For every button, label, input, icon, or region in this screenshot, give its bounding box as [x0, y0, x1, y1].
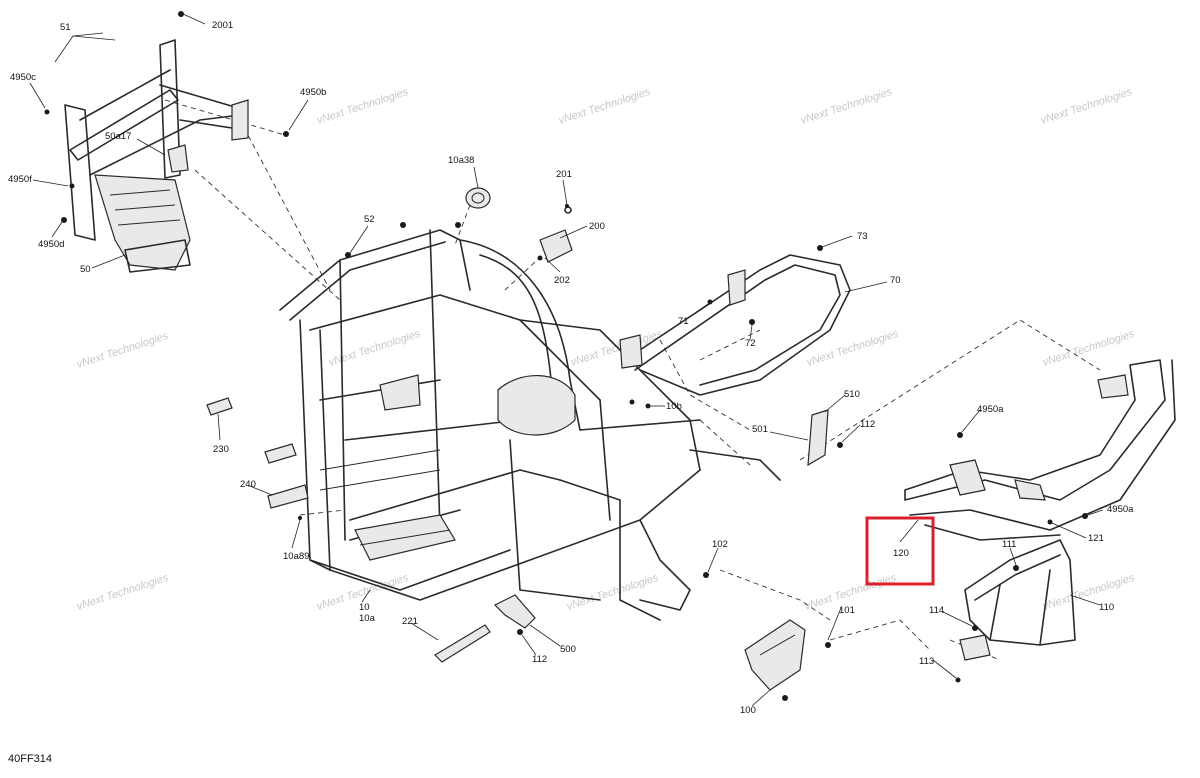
watermark: vNext Technologies — [1041, 572, 1136, 613]
leader-lines — [29, 13, 1104, 707]
bolt-icon — [955, 677, 961, 683]
bolt-icon — [1082, 513, 1088, 519]
callout-221: 221 — [402, 616, 418, 627]
callout-2001: 2001 — [212, 20, 233, 31]
callout-110: 110 — [1099, 602, 1114, 613]
bolt-icon — [400, 222, 406, 228]
part-120-rear-bumper — [904, 359, 1176, 541]
highlight-box-120 — [865, 516, 935, 586]
callout-51: 51 — [60, 22, 71, 33]
bolt-icon — [1013, 565, 1019, 571]
callout-501: 501 — [752, 424, 768, 435]
bolt-icon — [817, 245, 823, 251]
bolt-icon — [69, 183, 75, 189]
assembly-lines — [164, 99, 1101, 661]
bolt-icon — [537, 255, 543, 261]
bolt-icon — [957, 432, 963, 438]
watermark: vNext Technologies — [569, 328, 664, 369]
part-110-bracket — [959, 539, 1076, 661]
callout-121: 121 — [1088, 533, 1104, 544]
bolt-icon — [972, 625, 978, 631]
bolt-icon — [44, 109, 50, 115]
part-221-plate — [434, 624, 491, 663]
part-10a38-cap — [465, 187, 491, 209]
callout-labels: 2001 51 4950c 4950b 50a17 4950f 4950d 50… — [8, 20, 1134, 716]
bolt-icon — [455, 222, 461, 228]
watermark-layer: vNext Technologies vNext Technologies vN… — [75, 86, 1136, 613]
callout-240: 240 — [240, 479, 256, 490]
callout-102: 102 — [712, 539, 728, 550]
callout-120: 120 — [893, 548, 909, 559]
fasteners — [44, 11, 1088, 701]
bolt-icon — [707, 299, 713, 305]
callout-73: 73 — [857, 231, 868, 242]
callout-10a: 10a — [359, 613, 376, 624]
watermark: vNext Technologies — [1039, 86, 1134, 127]
watermark: vNext Technologies — [805, 328, 900, 369]
watermark: vNext Technologies — [75, 330, 170, 371]
bolt-icon — [565, 204, 569, 208]
callout-101: 101 — [839, 605, 855, 616]
callout-4950b: 4950b — [300, 87, 326, 98]
callout-202: 202 — [554, 275, 570, 286]
bolt-icon — [61, 217, 67, 223]
bolt-icon — [703, 572, 709, 578]
callout-71: 71 — [678, 316, 689, 327]
part-70-upper-bar — [619, 254, 851, 396]
callout-201: 201 — [556, 169, 572, 180]
bolt-icon — [1047, 519, 1053, 525]
bolt-icon — [749, 319, 755, 325]
bolt-icon — [345, 252, 351, 258]
watermark: vNext Technologies — [565, 572, 660, 613]
watermark: vNext Technologies — [799, 86, 894, 127]
watermark: vNext Technologies — [75, 572, 170, 613]
callout-72: 72 — [745, 338, 756, 349]
callout-112-lower: 112 — [532, 654, 547, 665]
callout-4950d: 4950d — [38, 239, 64, 250]
part-10-main-frame — [279, 229, 781, 621]
watermark: vNext Technologies — [1041, 328, 1136, 369]
bolt-icon — [178, 11, 184, 17]
callout-50a17: 50a17 — [105, 131, 131, 142]
bolt-icon — [283, 131, 289, 137]
callout-10: 10 — [359, 602, 370, 613]
callout-111: 111 — [1002, 539, 1016, 550]
callout-10b: 10b — [666, 401, 682, 412]
callout-50: 50 — [80, 264, 91, 275]
part-100-bracket — [744, 619, 806, 691]
callout-52: 52 — [364, 214, 375, 225]
bolt-icon — [645, 403, 651, 409]
callout-112: 112 — [860, 419, 875, 430]
callout-70: 70 — [890, 275, 901, 286]
part-230-pad — [206, 397, 297, 464]
callout-4950a: 4950a — [1107, 504, 1134, 515]
watermark: vNext Technologies — [557, 86, 652, 127]
bolt-icon — [517, 629, 523, 635]
part-50-front-cage — [64, 39, 249, 273]
callout-114: 114 — [929, 605, 944, 616]
watermark: vNext Technologies — [315, 86, 410, 127]
callout-4950a: 4950a — [977, 404, 1004, 415]
callout-10a38: 10a38 — [448, 155, 474, 166]
part-240-pad — [267, 484, 309, 509]
bolt-icon — [837, 442, 843, 448]
callout-113: 113 — [919, 656, 934, 667]
callout-510: 510 — [844, 389, 860, 400]
part-510-bracket — [807, 409, 829, 467]
callout-10a89: 10a89 — [283, 551, 309, 562]
callout-200: 200 — [589, 221, 605, 232]
bolt-icon — [298, 516, 302, 520]
callout-230: 230 — [213, 444, 229, 455]
callout-4950c: 4950c — [10, 72, 36, 83]
callout-4950f: 4950f — [8, 174, 32, 185]
bolt-icon — [629, 399, 635, 405]
diagram-reference-code: 40FF314 — [8, 753, 52, 765]
callout-100: 100 — [740, 705, 756, 716]
part-500-bracket — [493, 594, 536, 629]
callout-500: 500 — [560, 644, 576, 655]
bolt-icon — [782, 695, 788, 701]
bolt-icon — [825, 642, 831, 648]
